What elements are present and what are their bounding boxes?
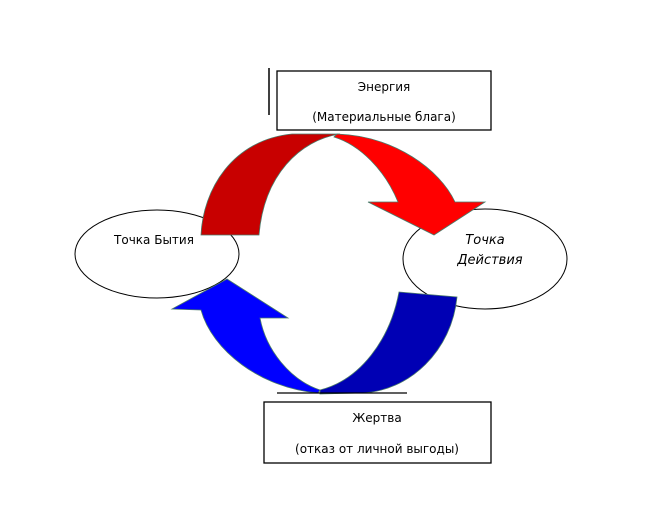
energy-box-frame: [276, 70, 492, 131]
being-point-node: Точка Бытия: [74, 209, 240, 299]
energy-arrow-left-half: [200, 133, 341, 236]
action-point-ellipse: [402, 208, 568, 310]
being-point-label: Точка Бытия: [113, 233, 194, 247]
sacrifice-arrow-left-half: [170, 278, 321, 394]
sacrifice-box-frame: [263, 401, 492, 464]
sacrifice-arrow-right-half: [319, 291, 458, 395]
energy-flow-arrow: [200, 133, 487, 236]
sacrifice-box: Жертва (отказ от личной выгоды): [263, 401, 492, 464]
energy-box: Энергия (Материальные блага): [276, 70, 492, 131]
action-point-label-line1: Точка: [465, 233, 504, 248]
being-point-ellipse: [74, 209, 240, 299]
sacrifice-box-subtitle: (отказ от личной выгоды): [295, 442, 459, 456]
sacrifice-box-title: Жертва: [352, 411, 401, 425]
energy-box-title: Энергия: [358, 80, 411, 94]
sacrifice-flow-arrow: [170, 278, 458, 395]
energy-arrow-right-half: [333, 133, 487, 236]
action-point-label-line2: Действия: [456, 253, 522, 268]
action-point-node: Точка Действия: [402, 208, 568, 310]
energy-box-subtitle: (Материальные блага): [312, 110, 456, 124]
